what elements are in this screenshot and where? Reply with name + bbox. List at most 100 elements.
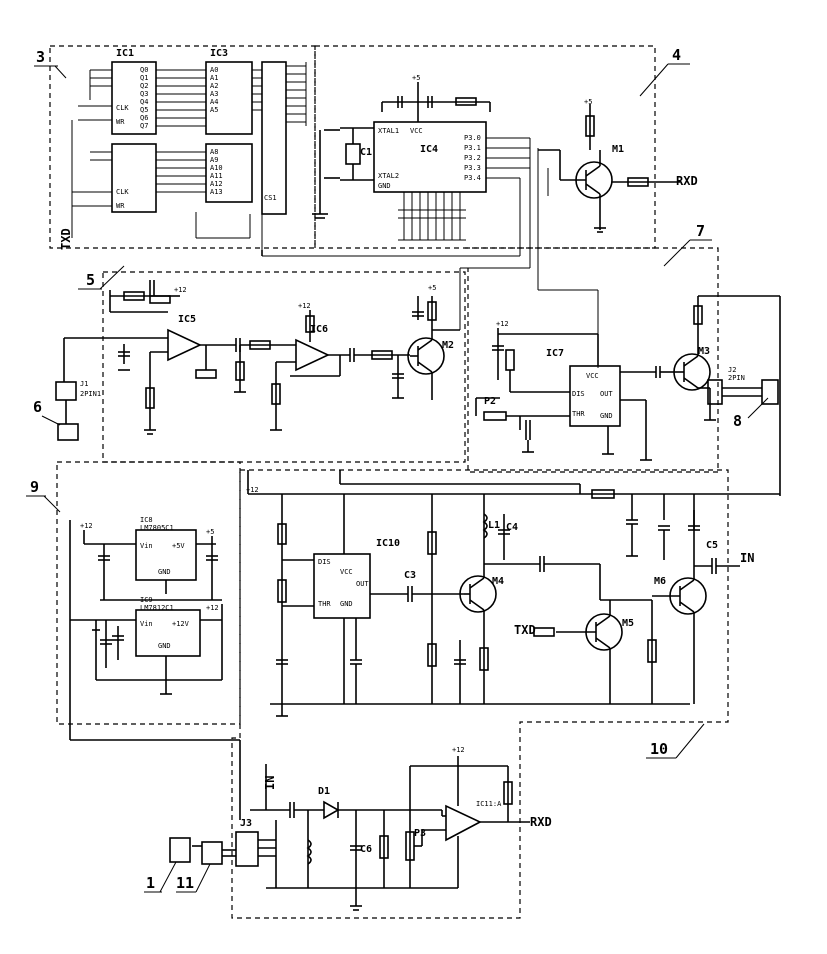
inductor-l1 — [482, 513, 488, 539]
p3-label: P3 — [414, 828, 426, 839]
ic3-lower-chip — [205, 143, 253, 203]
c5-label: C5 — [706, 540, 718, 551]
vcc-plus5-m2: +5 — [428, 284, 436, 292]
j1-label: J1 — [80, 380, 88, 388]
in-bottom-label: IN — [263, 776, 277, 790]
in-right-label: IN — [740, 551, 754, 565]
ic3-upper-chip — [205, 61, 253, 135]
m3-label: M3 — [698, 346, 710, 357]
svg-text:VCC: VCC — [586, 372, 599, 380]
ic1-upper-chip — [111, 61, 157, 135]
block-number-9: 9 — [30, 478, 39, 496]
vcc-plus5-m1: +5 — [584, 98, 592, 106]
ic9-regulator — [135, 609, 201, 657]
vcc-plus5-ic4: +5 — [412, 74, 420, 82]
svg-text:Q0: Q0 — [140, 66, 148, 74]
txd-left-label: TXD — [59, 228, 73, 250]
svg-text:A12: A12 — [210, 180, 223, 188]
j2-label: J2 — [728, 366, 736, 374]
txd-mid-label: TXD — [514, 623, 536, 637]
svg-text:OUT: OUT — [356, 580, 369, 588]
ic5-opamp — [167, 328, 202, 362]
svg-text:P3.2: P3.2 — [464, 154, 481, 162]
block-9-power: IC8 LM7805C1 Vin +5V GND IC9 LM7812C1 Vi… — [69, 516, 241, 820]
svg-text:OUT: OUT — [600, 390, 613, 398]
block-number-6: 6 — [33, 398, 42, 416]
vcc-plus12-ic8: +12 — [80, 522, 93, 530]
svg-text:A13: A13 — [210, 188, 223, 196]
svg-text:A3: A3 — [210, 90, 218, 98]
ic1-label: IC1 — [116, 48, 134, 59]
svg-text:A1: A1 — [210, 74, 218, 82]
svg-text:Q7: Q7 — [140, 122, 148, 130]
svg-text:A11: A11 — [210, 172, 223, 180]
j3-label: J3 — [240, 818, 252, 829]
ic6-label: IC6 — [310, 324, 328, 335]
diode-d1 — [323, 800, 340, 820]
ic8-part: LM7805C1 — [140, 524, 174, 532]
block-outlines — [49, 45, 729, 919]
m2-label: M2 — [442, 340, 454, 351]
svg-text:THR: THR — [572, 410, 585, 418]
svg-text:Q1: Q1 — [140, 74, 148, 82]
vcc-plus12-ic11: +12 — [452, 746, 465, 754]
svg-text:A0: A0 — [210, 66, 218, 74]
block-5-outline — [102, 271, 466, 463]
vcc-plus12-ic9: +12 — [206, 604, 219, 612]
register-chip — [261, 61, 287, 215]
svg-text:A9: A9 — [210, 156, 218, 164]
block-9-outline — [56, 461, 241, 725]
ic9-vin: Vin — [140, 620, 153, 628]
m5-label: M5 — [622, 618, 634, 629]
ic8-out: +5V — [172, 542, 185, 550]
transistor-m4 — [459, 575, 497, 613]
ic10-chip — [313, 553, 371, 619]
connector-j1 — [55, 381, 77, 401]
interconnect-wires — [247, 250, 581, 494]
svg-text:P3.1: P3.1 — [464, 144, 481, 152]
ic9-out: +12V — [172, 620, 190, 628]
ic11-opamp — [445, 804, 482, 842]
ic1-lower-chip — [111, 143, 157, 213]
vcc-plus12-ic6: +12 — [298, 302, 311, 310]
ic3-label: IC3 — [210, 48, 228, 59]
ic7-label: IC7 — [546, 348, 564, 359]
vcc-plus12-ic5: +12 — [174, 286, 187, 294]
ic6-opamp — [295, 338, 330, 372]
vcc-plus12-ic7: +12 — [496, 320, 509, 328]
transducer-1 — [169, 837, 191, 863]
svg-text:P3.3: P3.3 — [464, 164, 481, 172]
connector-j3 — [235, 831, 259, 867]
svg-text:A4: A4 — [210, 98, 218, 106]
ic8-gnd: GND — [158, 568, 171, 576]
crystal-x1 — [345, 143, 361, 165]
block-3-memory: IC1 IC3 — [59, 48, 307, 250]
svg-text:CLK: CLK — [116, 104, 129, 112]
ic4-chip — [373, 121, 487, 193]
svg-text:A2: A2 — [210, 82, 218, 90]
block-number-8: 8 — [733, 412, 742, 430]
svg-text:Q2: Q2 — [140, 82, 148, 90]
block-number-4: 4 — [672, 46, 681, 64]
svg-text:THR: THR — [318, 600, 331, 608]
plug-11 — [201, 841, 223, 865]
bottom-frontend: IN IC11:A +12 — [169, 746, 552, 911]
d1-label: D1 — [318, 786, 330, 797]
svg-text:CS1: CS1 — [264, 194, 277, 202]
m6-label: M6 — [654, 576, 666, 587]
ic8-label: IC8 — [140, 516, 153, 524]
block-5-receiver: IC5 IC6 — [55, 280, 460, 441]
svg-text:CLK: CLK — [116, 188, 129, 196]
probe-6 — [57, 423, 79, 441]
block-number-11: 11 — [176, 874, 194, 892]
svg-text:XTAL2: XTAL2 — [378, 172, 399, 180]
block-number-10: 10 — [650, 740, 668, 758]
block-number-7: 7 — [696, 222, 705, 240]
ic9-part: LM7812C1 — [140, 604, 174, 612]
svg-text:Q6: Q6 — [140, 114, 148, 122]
l1-label: L1 — [488, 520, 500, 531]
ic11-label: IC11:A — [476, 800, 502, 808]
svg-text:DIS: DIS — [318, 558, 331, 566]
